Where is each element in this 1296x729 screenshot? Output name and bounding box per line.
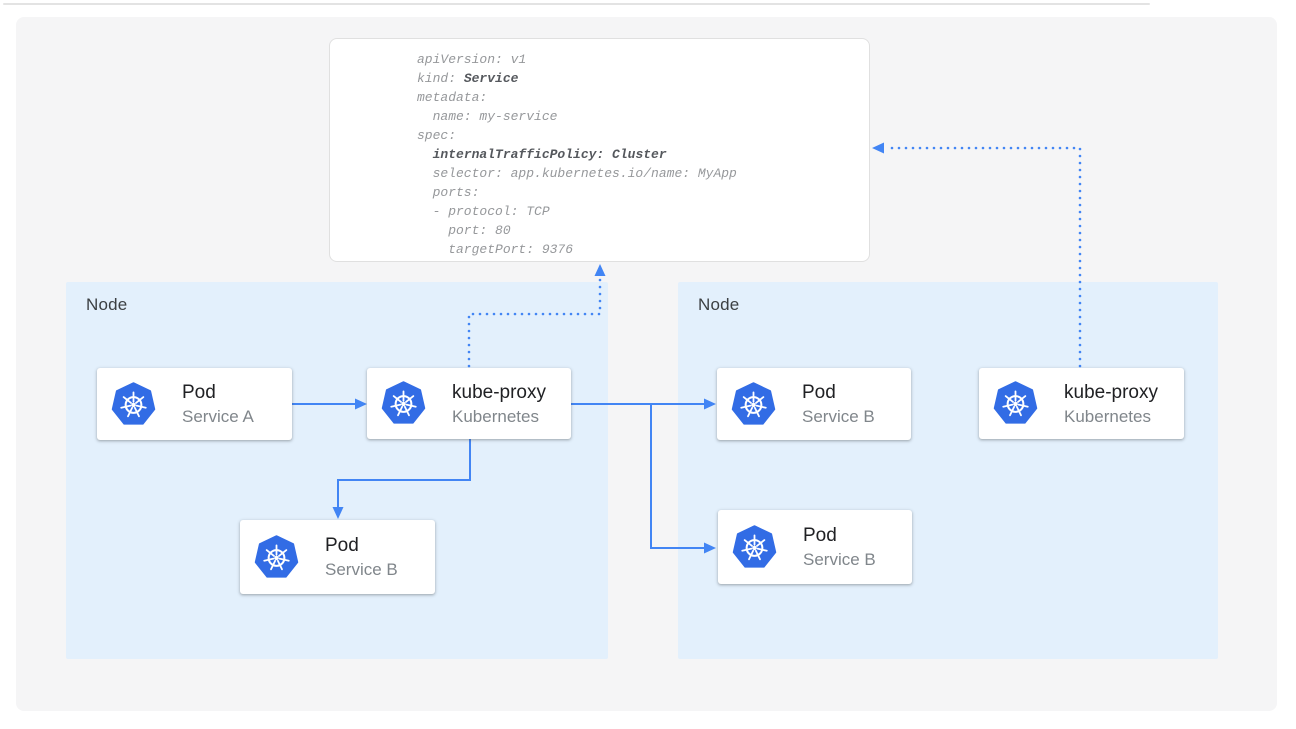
card-title: kube-proxy: [1064, 381, 1158, 403]
kubernetes-icon: [254, 535, 299, 580]
card-subtitle: Service B: [802, 407, 875, 426]
card-title: kube-proxy: [452, 381, 546, 403]
kubernetes-icon: [731, 382, 776, 427]
card-subtitle: Service B: [803, 550, 876, 569]
card-pod-service-b-right-top: Pod Service B: [717, 368, 911, 440]
card-pod-service-b-left: Pod Service B: [240, 520, 435, 594]
kubernetes-icon: [993, 381, 1038, 426]
top-divider: [3, 3, 1150, 5]
card-pod-service-a: Pod Service A: [97, 368, 292, 440]
card-title: Pod: [803, 525, 837, 546]
card-subtitle: Service B: [325, 560, 398, 579]
card-kube-proxy-left: kube-proxy Kubernetes: [367, 368, 571, 439]
node-box-right: Node: [678, 282, 1218, 659]
node-label: Node: [86, 295, 128, 314]
kubernetes-icon: [111, 382, 156, 427]
card-title: Pod: [182, 382, 216, 403]
node-box-left: Node: [66, 282, 608, 659]
card-pod-service-b-right-bottom: Pod Service B: [718, 510, 912, 584]
kubernetes-icon: [381, 381, 426, 426]
card-subtitle: Kubernetes: [1064, 406, 1151, 426]
card-title: Pod: [802, 382, 836, 403]
card-kube-proxy-right: kube-proxy Kubernetes: [979, 368, 1184, 439]
card-title: Pod: [325, 535, 359, 556]
kubernetes-icon: [732, 525, 777, 570]
card-subtitle: Service A: [182, 407, 254, 426]
card-subtitle: Kubernetes: [452, 406, 539, 426]
node-label: Node: [698, 295, 740, 314]
